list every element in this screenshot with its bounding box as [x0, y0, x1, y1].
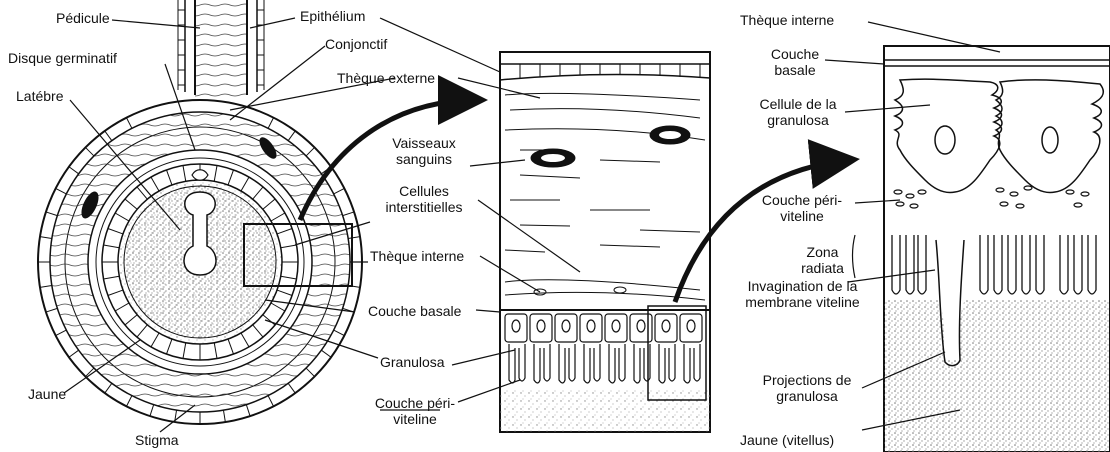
label-cellules-interstitielles: Cellules interstitielles [364, 183, 484, 215]
label-projections: Projections de granulosa [752, 372, 862, 404]
label-theque-interne-right: Thèque interne [740, 12, 834, 28]
label-couche-periviteline-mid: Couche péri-viteline [365, 395, 465, 427]
label-pedicule: Pédicule [56, 10, 110, 26]
label-couche-basale-right: Couche basale [760, 46, 830, 78]
label-vaisseaux-sanguins: Vaisseaux sanguins [374, 135, 474, 167]
middle-panel [500, 52, 710, 432]
label-jaune: Jaune [28, 386, 66, 402]
label-disque-germinatif: Disque germinatif [8, 50, 117, 66]
label-zona-radiata: Zona radiata [795, 244, 850, 276]
label-stigma: Stigma [135, 432, 179, 448]
label-theque-externe: Thèque externe [337, 70, 435, 86]
label-invagination: Invagination de la membrane viteline [740, 278, 865, 310]
label-epithelium: Epithélium [300, 8, 365, 24]
label-theque-interne-mid: Thèque interne [370, 248, 464, 264]
label-jaune-vitellus: Jaune (vitellus) [740, 432, 834, 448]
label-granulosa: Granulosa [380, 354, 445, 370]
label-latebre: Latébre [16, 88, 63, 104]
label-cellule-granulosa: Cellule de la granulosa [748, 96, 848, 128]
label-couche-periviteline-right: Couche péri-viteline [752, 192, 852, 224]
label-conjonctif: Conjonctif [325, 36, 387, 52]
right-panel [884, 46, 1110, 452]
label-couche-basale-mid: Couche basale [368, 303, 461, 319]
